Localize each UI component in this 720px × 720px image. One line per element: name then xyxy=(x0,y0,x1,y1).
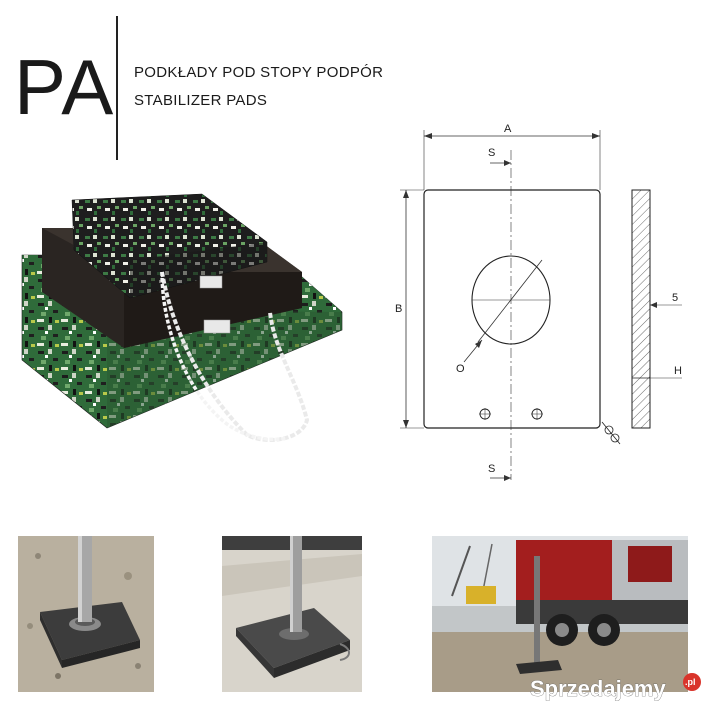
dim-h-label: H xyxy=(674,365,682,377)
section-s-bottom: S xyxy=(488,463,495,475)
technical-drawing: A B S S O 5 H xyxy=(395,123,682,481)
dim-b-label: B xyxy=(395,303,402,315)
stabilizer-pads-illustration xyxy=(21,193,343,442)
photo-crane-truck xyxy=(432,536,688,692)
watermark-badge xyxy=(683,673,701,691)
title-english: STABILIZER PADS xyxy=(134,92,268,109)
photo-pad-on-gravel xyxy=(18,536,154,692)
dim-a-label: A xyxy=(504,123,512,135)
title-polish: PODKŁADY POD STOPY PODPÓR xyxy=(134,64,384,81)
dim-o-label: O xyxy=(456,363,465,375)
watermark-tld: .pl xyxy=(685,677,696,687)
product-code: PA xyxy=(14,43,115,131)
section-s-top: S xyxy=(488,147,495,159)
photo-pad-on-pavement xyxy=(222,536,362,692)
dim-5-label: 5 xyxy=(672,292,678,304)
sprzedajemy-watermark: Sprzedajemy .pl xyxy=(530,673,701,701)
header-divider xyxy=(116,16,118,160)
watermark-text: Sprzedajemy xyxy=(530,676,666,701)
